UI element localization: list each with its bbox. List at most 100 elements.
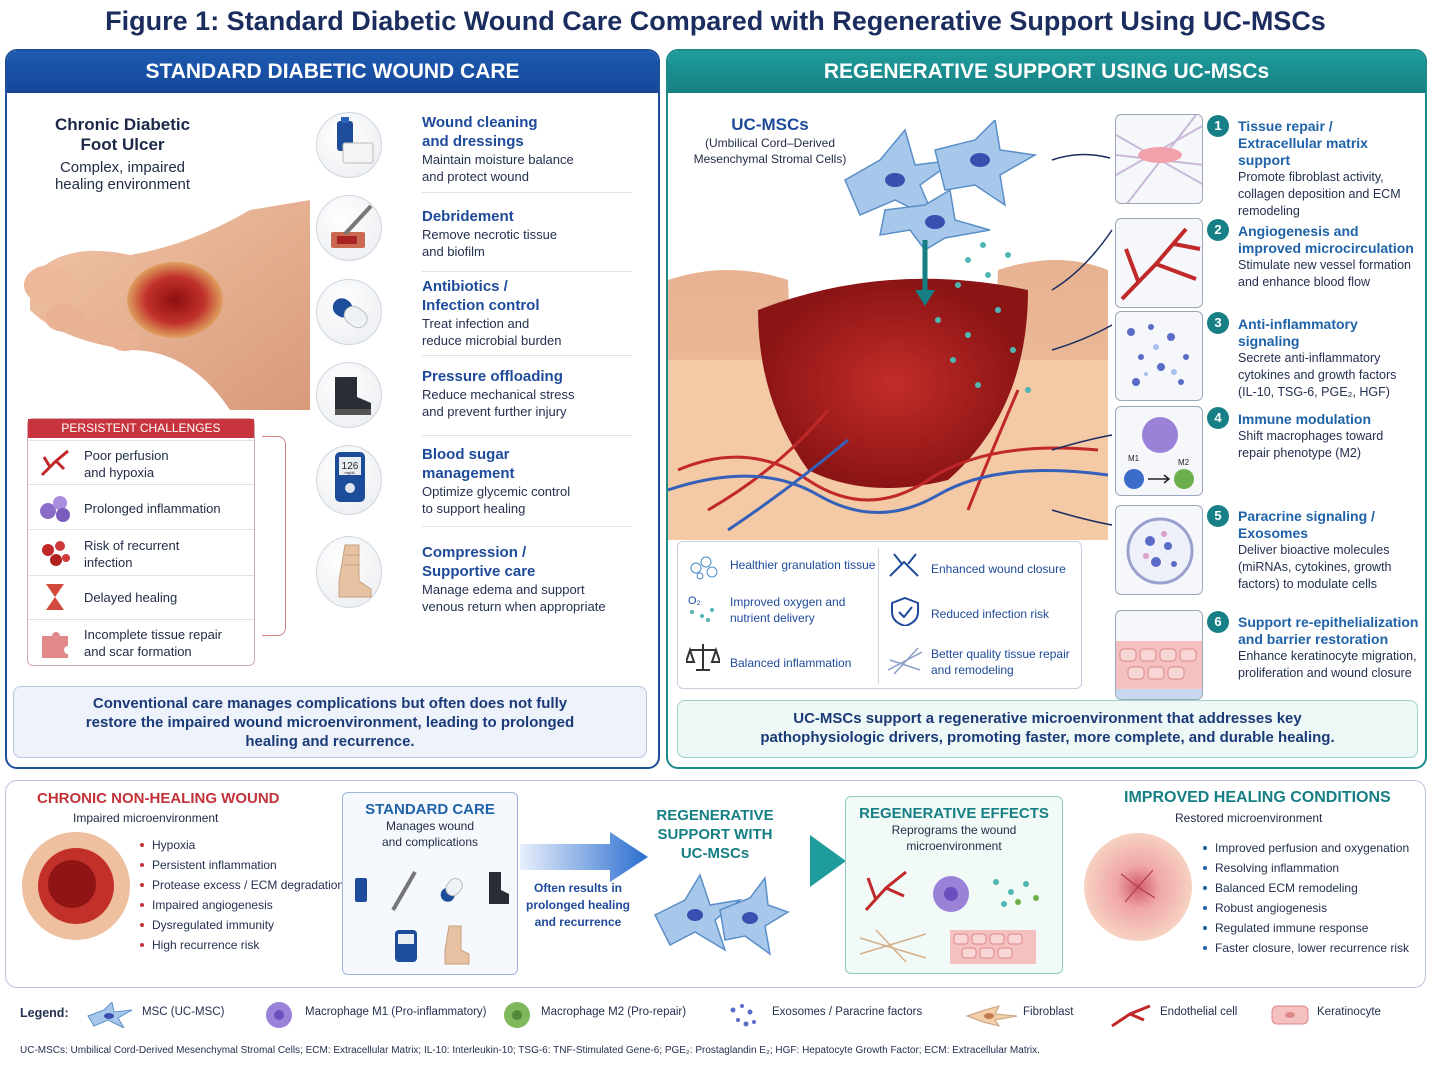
treatment-antibiotics: Antibiotics / Infection control Treat in… (422, 277, 561, 349)
mechanism-desc: proliferation and wound closure (1238, 666, 1412, 680)
oxygen-label: O₂ (688, 595, 701, 607)
mechanism-desc: (IL-10, TSG-6, PGE₂, HGF) (1238, 385, 1390, 399)
standard-care-icons (355, 870, 509, 965)
mechanism-desc: Secrete anti-inflammatory (1238, 351, 1381, 365)
divider (422, 526, 632, 527)
mechanism-title-2: improved microcirculation (1238, 240, 1414, 256)
treatment-debridement: Debridement Remove necrotic tissue and b… (422, 207, 557, 260)
outcome-granulation: Healthier granulation tissue (730, 558, 876, 572)
exosome-legend-icon (730, 1004, 756, 1027)
challenge-label: Incomplete tissue repair (84, 627, 223, 642)
treatment-compression: Compression / Supportive care Manage ede… (422, 543, 606, 615)
chronic-wound-image (22, 832, 130, 940)
figure-title: Figure 1: Standard Diabetic Wound Care C… (105, 6, 1326, 36)
mechanism-number-badge: 2 (1207, 219, 1229, 241)
scalpel-icon (316, 195, 382, 261)
ulcer-subtitle-line-1: Complex, impaired (59, 159, 186, 176)
ulcer-title-line-1: Chronic Diabetic (54, 115, 191, 134)
treatment-pressure-offloading: Pressure offloading Reduce mechanical st… (422, 367, 574, 420)
treatment-desc: Maintain moisture balance (422, 152, 574, 167)
legend-item-exosomes: Exosomes / Paracrine factors (772, 1006, 923, 1018)
outcomes-box: Healthier granulation tissue O₂ Improved… (677, 541, 1082, 689)
legend-item-keratinocyte: Keratinocyte (1317, 1006, 1381, 1018)
regenerative-effects-subtitle-2: microenvironment (906, 839, 1002, 853)
re-epithelialization-image (1115, 610, 1203, 700)
mechanism-desc: collagen deposition and ECM (1238, 187, 1401, 201)
mechanism-title-2: and barrier restoration (1238, 631, 1389, 647)
mechanism-number-badge: 3 (1207, 312, 1229, 334)
treatment-desc: Remove necrotic tissue (422, 227, 558, 242)
challenge-label-2: and scar formation (84, 644, 192, 659)
ecm-support-image (1115, 114, 1203, 204)
mechanism-title: Immune modulation (1238, 411, 1371, 427)
outcome-reduced-infection: Reduced infection risk (931, 607, 1050, 621)
keratinocyte-legend-icon (1271, 1005, 1309, 1025)
challenge-item: Prolonged inflammation (28, 484, 254, 529)
oxygen-icon: O₂ (688, 595, 714, 622)
macrophage-m1-legend-icon (266, 1002, 292, 1028)
mechanism-title: Support re-epithelialization (1238, 614, 1419, 630)
granulation-icon (690, 556, 718, 580)
treatment-title: Compression / (422, 544, 527, 561)
standard-care-subtitle-2: and complications (381, 835, 479, 849)
divider (422, 192, 632, 193)
exosome-image (1115, 505, 1203, 595)
vessel-icon (40, 449, 69, 477)
puzzle-icon (42, 632, 68, 658)
regenerative-effects-box: REGENERATIVE EFFECTS Reprograms the woun… (845, 796, 1063, 974)
ucmsc-title: UC-MSCs (731, 115, 809, 134)
improved-healing-title: IMPROVED HEALING CONDITIONS (1124, 789, 1391, 806)
regenerative-effects-icons (859, 870, 1039, 964)
note-line-2: restore the impaired wound microenvironm… (85, 714, 575, 731)
regen-line-1: REGENERATIVE (656, 807, 774, 824)
macrophage-cluster-icon (40, 496, 70, 522)
outcome-label-2: nutrient delivery (730, 611, 815, 625)
regenerative-effects-title: REGENERATIVE EFFECTS (859, 805, 1049, 822)
treatment-desc: Optimize glycemic control (422, 484, 571, 499)
mechanism-number-badge: 5 (1207, 505, 1229, 527)
ulcer-caption: Chronic Diabetic Foot Ulcer Complex, imp… (25, 115, 220, 193)
list-item: Resolving inflammation (1203, 858, 1409, 878)
wound-closure-icon (889, 553, 919, 577)
standard-care-result: Often results in prolonged healing and r… (522, 880, 634, 931)
mechanism-number-badge: 1 (1207, 115, 1229, 137)
treatment-wound-cleaning: Wound cleaning and dressings Maintain mo… (422, 113, 574, 185)
challenge-item: Incomplete tissue repair and scar formati… (28, 619, 254, 665)
outcome-balanced-inflammation: Balanced inflammation (730, 656, 852, 670)
msc-cluster-image (653, 873, 790, 956)
mechanism-arrows (1051, 153, 1113, 526)
glucometer-value: 126 (342, 461, 359, 472)
mechanism-title: Anti-inflammatory signaling (1238, 316, 1358, 349)
mechanism-desc: Promote fibroblast activity, (1238, 170, 1384, 184)
treatment-desc: Treat infection and (422, 316, 530, 331)
outcome-tissue-repair: Better quality tissue repair and remodel… (931, 646, 1070, 678)
outcome-oxygen-delivery: Improved oxygen and nutrient delivery (730, 594, 845, 626)
regen-line-2: SUPPORT WITH (657, 826, 773, 843)
mechanism-immune-modulation: Immune modulation Shift macrophages towa… (1238, 411, 1423, 462)
note-line-1: Conventional care manages complications … (92, 695, 568, 712)
healed-wound-image (1084, 833, 1192, 941)
improved-healing-subtitle: Restored microenvironment (1175, 811, 1323, 825)
m1-label: M1 (1128, 454, 1140, 463)
chronic-wound-list: Hypoxia Persistent inflammation Protease… (140, 835, 344, 955)
balance-scale-icon (686, 644, 720, 671)
treatment-desc-2: to support healing (422, 501, 526, 516)
regenerative-arrow (810, 835, 846, 887)
challenge-label: Prolonged inflammation (84, 501, 221, 516)
challenges-bracket (262, 436, 286, 636)
hourglass-icon (46, 584, 64, 610)
mechanism-title-2: Exosomes (1238, 525, 1309, 541)
challenge-label: Risk of recurrent (84, 538, 180, 553)
treatment-desc-2: and biofilm (422, 244, 485, 259)
collagen-icon (888, 647, 922, 675)
outcome-wound-closure: Enhanced wound closure (931, 562, 1066, 576)
treatment-desc: Reduce mechanical stress (422, 387, 575, 402)
mechanism-number-badge: 6 (1207, 611, 1229, 633)
treatment-title-2: Infection control (422, 297, 540, 314)
divider (422, 271, 632, 272)
list-item: Robust angiogenesis (1203, 898, 1409, 918)
note-line-2: pathophysiologic drivers, promoting fast… (760, 729, 1335, 746)
